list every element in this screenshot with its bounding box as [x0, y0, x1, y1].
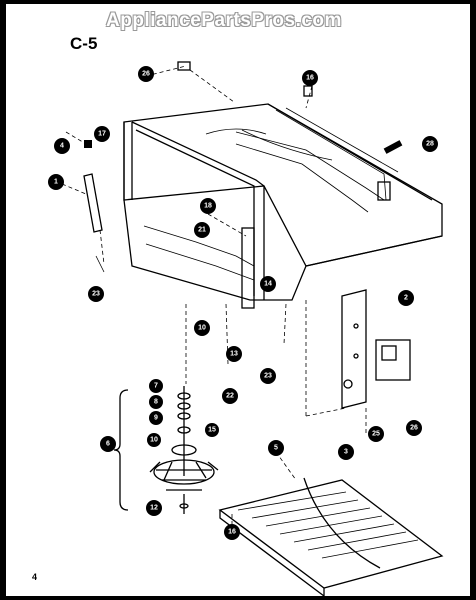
parts-diagram-sheet: 26 16 4 17 28 1 18 21 14 23 10 13 2 23 2… [6, 4, 470, 596]
svg-text:26: 26 [410, 425, 418, 432]
svg-text:2: 2 [404, 295, 408, 302]
callout-10-lower: 10 [147, 433, 161, 447]
svg-text:18: 18 [204, 203, 212, 210]
diagram-code: C-5 [70, 34, 98, 53]
svg-text:16: 16 [306, 75, 314, 82]
callout-8: 8 [149, 395, 163, 409]
svg-text:10: 10 [150, 437, 158, 444]
callout-2: 2 [398, 290, 414, 306]
svg-text:5: 5 [274, 445, 278, 452]
svg-text:23: 23 [92, 291, 100, 298]
svg-text:14: 14 [264, 281, 272, 288]
callout-16-top: 16 [302, 70, 318, 86]
svg-text:6: 6 [106, 441, 110, 448]
control-bracket [341, 289, 411, 409]
callout-4: 4 [54, 138, 70, 154]
callouts: 26 16 4 17 28 1 18 21 14 23 10 13 2 23 2… [6, 4, 438, 540]
svg-text:26: 26 [142, 71, 150, 78]
svg-text:8: 8 [154, 399, 158, 406]
watermark: AppliancePartsPros.com [106, 10, 342, 31]
svg-text:7: 7 [154, 383, 158, 390]
base-pan [218, 477, 444, 596]
svg-text:16: 16 [228, 529, 236, 536]
svg-text:17: 17 [98, 131, 106, 138]
svg-text:9: 9 [154, 415, 158, 422]
callout-23-left: 23 [88, 286, 104, 302]
callout-17: 17 [94, 126, 110, 142]
callout-26-top: 26 [138, 66, 154, 82]
callout-16-lower: 16 [224, 524, 240, 540]
callout-12: 12 [146, 500, 162, 516]
callout-23-right: 23 [260, 368, 276, 384]
callout-1: 1 [48, 174, 64, 190]
callout-28: 28 [422, 136, 438, 152]
page-mark: 4 [32, 572, 38, 582]
callout-7: 7 [149, 379, 163, 393]
fan-assembly [113, 386, 219, 514]
svg-text:12: 12 [150, 505, 158, 512]
callout-9: 9 [149, 411, 163, 425]
callout-6: 6 [100, 436, 116, 452]
svg-text:22: 22 [226, 393, 234, 400]
callout-15: 15 [205, 423, 219, 437]
callout-18: 18 [200, 198, 216, 214]
callout-10-mid: 10 [194, 320, 210, 336]
svg-text:21: 21 [198, 227, 206, 234]
callout-5: 5 [268, 440, 284, 456]
svg-text:23: 23 [264, 373, 272, 380]
callout-3: 3 [338, 444, 354, 460]
callout-21: 21 [194, 222, 210, 238]
callout-25: 25 [368, 426, 384, 442]
callout-13: 13 [226, 346, 242, 362]
svg-text:13: 13 [230, 351, 238, 358]
svg-text:10: 10 [198, 325, 206, 332]
svg-text:4: 4 [60, 143, 64, 150]
svg-text:25: 25 [372, 431, 380, 438]
svg-text:28: 28 [426, 141, 434, 148]
callout-22: 22 [222, 388, 238, 404]
upper-housing [84, 61, 443, 309]
exploded-parts-drawing: 26 16 4 17 28 1 18 21 14 23 10 13 2 23 2… [6, 4, 444, 596]
svg-text:3: 3 [344, 449, 348, 456]
callout-14: 14 [260, 276, 276, 292]
svg-text:1: 1 [54, 179, 58, 186]
callout-23-lower: 23 [6, 4, 10, 8]
callout-26-lower: 26 [406, 420, 422, 436]
svg-text:15: 15 [208, 427, 216, 434]
side-bracket [83, 173, 105, 273]
